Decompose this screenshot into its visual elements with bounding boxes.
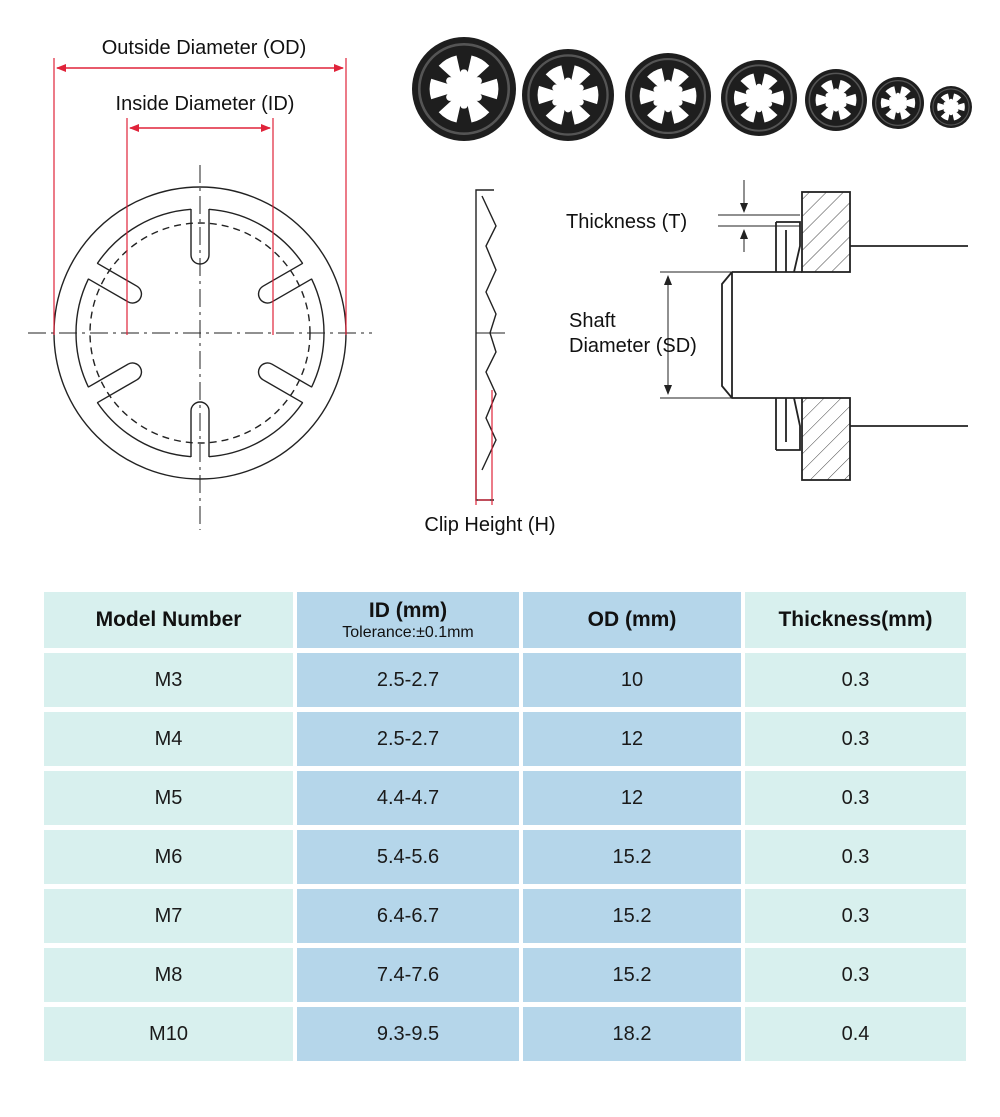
id-dimension: Inside Diameter (ID) <box>116 93 295 335</box>
washer-front-view <box>28 165 372 530</box>
id-label: Inside Diameter (ID) <box>116 93 295 115</box>
prong <box>87 362 143 404</box>
prong <box>87 262 143 304</box>
washer-photo-row <box>412 37 972 141</box>
header-id-sub: Tolerance:±0.1mm <box>342 623 474 641</box>
cell-thickness: 0.3 <box>745 948 966 1002</box>
prong <box>257 262 313 304</box>
shaft-label-line1: Shaft <box>569 310 616 332</box>
ring-inner-arc <box>208 402 304 458</box>
washer-side-profile <box>475 189 505 501</box>
washer-photo <box>805 69 867 131</box>
table-header-row: Model Number ID (mm) Tolerance:±0.1mm OD… <box>44 592 966 648</box>
header-model: Model Number <box>44 592 293 648</box>
washer-photo <box>872 77 924 129</box>
cell-od: 15.2 <box>523 948 741 1002</box>
cell-model: M8 <box>44 948 293 1002</box>
clip-upper <box>775 221 801 273</box>
prong <box>257 362 313 404</box>
thickness-label: Thickness (T) <box>566 211 687 233</box>
washer-photo <box>721 60 797 136</box>
cell-model: M6 <box>44 830 293 884</box>
cell-id: 7.4-7.6 <box>297 948 519 1002</box>
ring-inner-arc <box>96 208 192 264</box>
ring-inner-arc <box>310 278 325 388</box>
prong <box>190 401 210 457</box>
clip-height-dimension: Clip Height (H) <box>424 390 556 536</box>
assembly-cross-section <box>721 191 968 481</box>
cell-thickness: 0.4 <box>745 1007 966 1061</box>
cell-model: M10 <box>44 1007 293 1061</box>
housing-lower <box>801 397 851 481</box>
cell-od: 12 <box>523 771 741 825</box>
cell-id: 2.5-2.7 <box>297 653 519 707</box>
header-id: ID (mm) Tolerance:±0.1mm <box>297 592 519 648</box>
cell-model: M5 <box>44 771 293 825</box>
cell-thickness: 0.3 <box>745 771 966 825</box>
washer-photo <box>930 86 972 128</box>
cell-id: 9.3-9.5 <box>297 1007 519 1061</box>
cell-od: 15.2 <box>523 830 741 884</box>
cell-id: 5.4-5.6 <box>297 830 519 884</box>
dashed-circle <box>89 222 311 444</box>
table-row: M6 5.4-5.6 15.2 0.3 <box>44 830 966 884</box>
cell-model: M3 <box>44 653 293 707</box>
table-row: M10 9.3-9.5 18.2 0.4 <box>44 1007 966 1061</box>
cell-thickness: 0.3 <box>745 712 966 766</box>
cell-id: 4.4-4.7 <box>297 771 519 825</box>
cell-id: 2.5-2.7 <box>297 712 519 766</box>
spec-table: Model Number ID (mm) Tolerance:±0.1mm OD… <box>40 587 970 1066</box>
header-thickness: Thickness(mm) <box>745 592 966 648</box>
cell-od: 10 <box>523 653 741 707</box>
washer-photo <box>625 53 711 139</box>
prong <box>190 209 210 265</box>
cell-od: 18.2 <box>523 1007 741 1061</box>
header-od: OD (mm) <box>523 592 741 648</box>
housing-upper <box>801 191 851 273</box>
cell-thickness: 0.3 <box>745 653 966 707</box>
clip-height-label: Clip Height (H) <box>424 514 555 536</box>
ring-inner-arc <box>208 208 304 264</box>
clip-lower <box>775 397 801 451</box>
header-id-main: ID (mm) <box>368 598 448 622</box>
shaft <box>721 271 802 399</box>
cell-thickness: 0.3 <box>745 830 966 884</box>
washer-photo <box>412 37 516 141</box>
od-label: Outside Diameter (OD) <box>102 37 307 59</box>
cell-model: M4 <box>44 712 293 766</box>
washer-dimension-diagram: Outside Diameter (OD) Inside Diameter (I… <box>28 37 972 536</box>
od-dimension: Outside Diameter (OD) <box>53 37 347 335</box>
cell-thickness: 0.3 <box>745 889 966 943</box>
shaft-label-line2: Diameter (SD) <box>569 335 697 357</box>
table-row: M7 6.4-6.7 15.2 0.3 <box>44 889 966 943</box>
cell-od: 15.2 <box>523 889 741 943</box>
cell-od: 12 <box>523 712 741 766</box>
ring-inner-arc <box>96 402 192 458</box>
ring-inner-arc <box>75 278 90 388</box>
table-row: M3 2.5-2.7 10 0.3 <box>44 653 966 707</box>
table-row: M8 7.4-7.6 15.2 0.3 <box>44 948 966 1002</box>
thickness-dimension: Thickness (T) <box>566 180 800 252</box>
washer-photo <box>522 49 614 141</box>
cell-model: M7 <box>44 889 293 943</box>
shaft-diameter-dimension: Shaft Diameter (SD) <box>569 271 732 399</box>
table-row: M4 2.5-2.7 12 0.3 <box>44 712 966 766</box>
cell-id: 6.4-6.7 <box>297 889 519 943</box>
table-row: M5 4.4-4.7 12 0.3 <box>44 771 966 825</box>
